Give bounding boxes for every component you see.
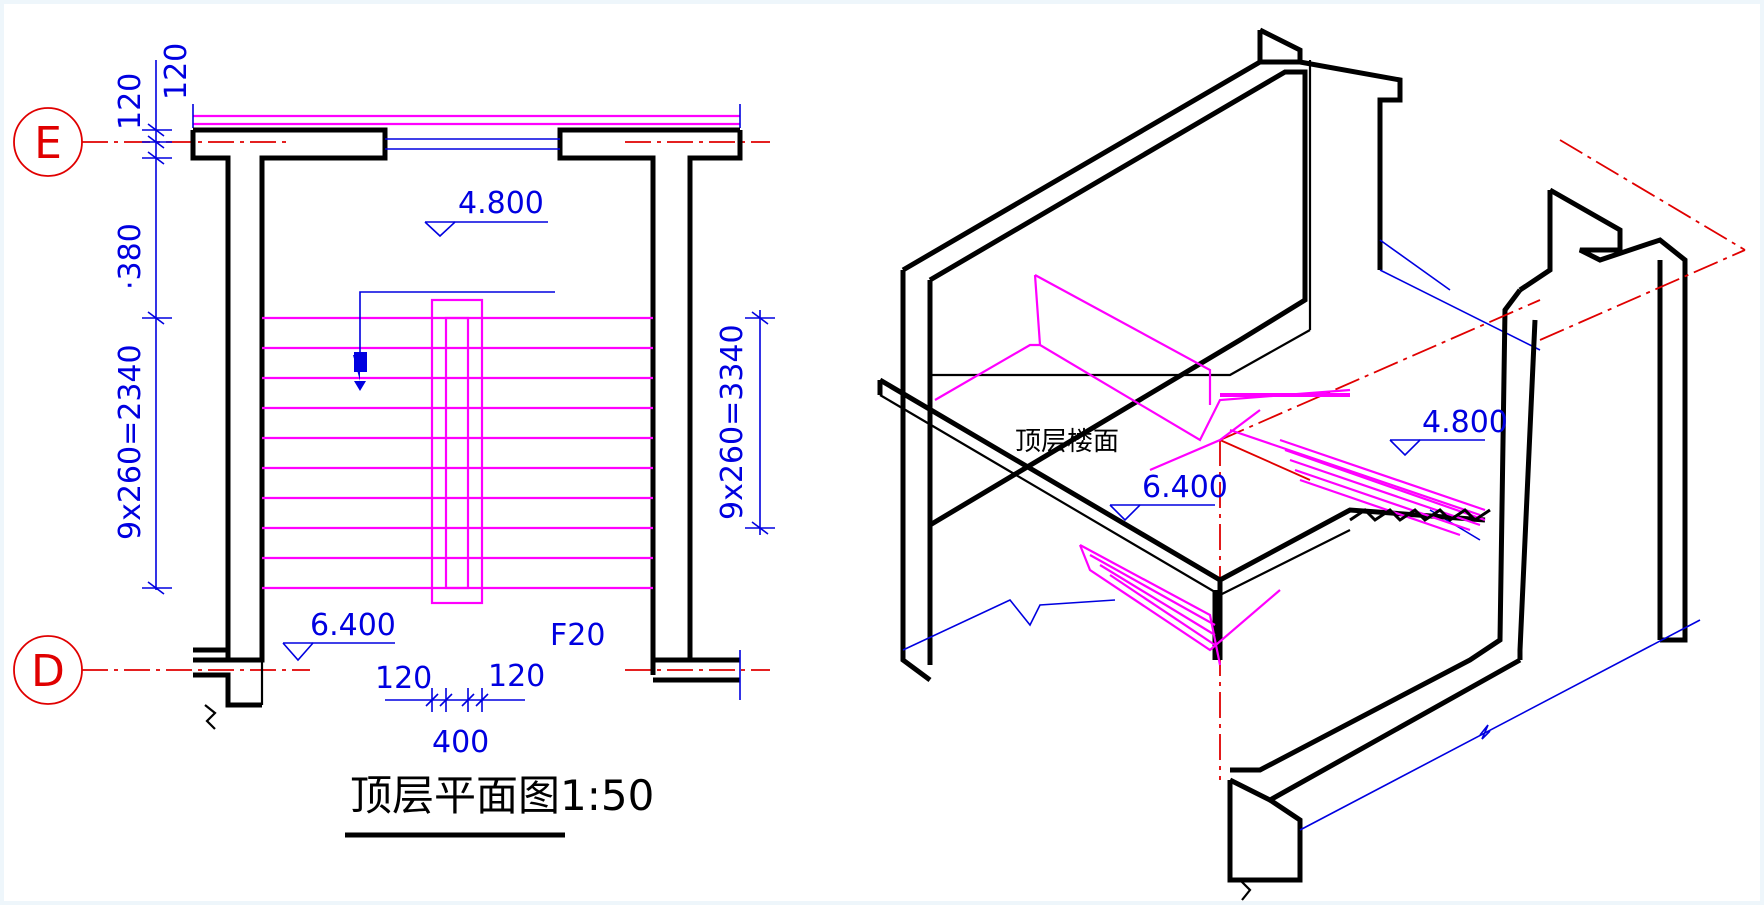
left-dimension-chain: 120 120 ·380 9x260=2340 [113,43,194,595]
iso-elevation-6400: 6.400 [1109,470,1228,522]
isometric-view: 顶层楼面 6.400 4.800 [877,27,1746,901]
svg-text:9x260=3340: 9x260=3340 [715,324,750,520]
svg-text:120: 120 [159,43,194,100]
elevation-4800: 4.800 [424,186,548,238]
stair-treads [262,316,653,590]
tag-f20: F20 [550,618,605,653]
svg-text:D: D [31,646,65,697]
plan-title: 顶层平面图1:50 [350,771,654,820]
svg-text:6.400: 6.400 [310,608,396,643]
iso-top-floor-slab [878,377,1486,583]
right-dimension: 9x260=3340 [715,310,775,535]
svg-text:4.800: 4.800 [458,186,544,221]
svg-text:6.400: 6.400 [1142,470,1228,505]
axis-d-marker: D [13,635,83,705]
iso-elevation-4800: 4.800 [1389,405,1508,457]
svg-text:E: E [34,118,62,169]
svg-text:9x260=2340: 9x260=2340 [113,344,148,540]
iso-floor-label: 顶层楼面 [1015,427,1119,457]
elevation-6400: 6.400 [282,608,396,662]
iso-stairs [934,274,1491,666]
svg-text:120: 120 [375,661,432,696]
wall-left-top [193,127,388,663]
svg-text:120: 120 [113,73,148,130]
svg-text:·380: ·380 [113,223,148,290]
axis-e-marker: E [13,107,83,177]
svg-text:120: 120 [488,659,545,694]
direction-arrow [359,291,555,360]
plan-view: E D [13,43,775,838]
stair-well [430,298,484,605]
bottom-dimension-chain: 120 120 400 [375,659,545,760]
svg-text:400: 400 [432,725,489,760]
iso-right-wall [1548,187,1688,643]
svg-text:4.800: 4.800 [1422,405,1508,440]
